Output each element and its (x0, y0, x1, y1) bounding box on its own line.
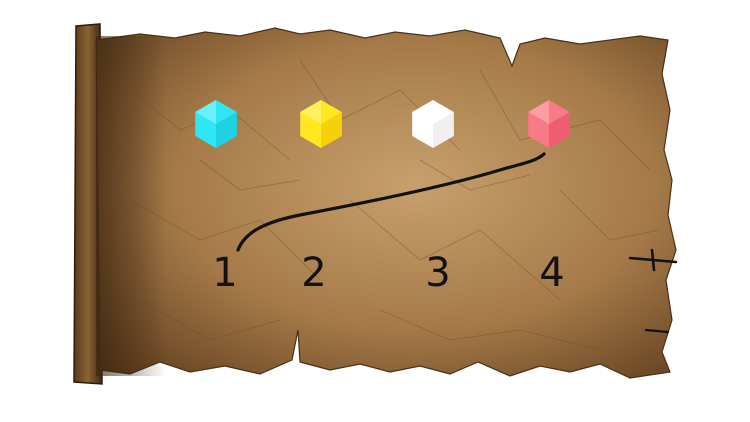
ink-dash-mark (644, 328, 670, 334)
gem-white-icon[interactable] (412, 100, 454, 148)
scroll-rod (73, 23, 103, 385)
slot-labels: 1 2 3 4 (212, 250, 564, 296)
slot-label-4: 4 (539, 250, 564, 296)
ink-connection-line (236, 152, 546, 252)
slot-label-1: 1 (212, 250, 237, 296)
gem-yellow-icon[interactable] (300, 100, 342, 148)
slot-label-2: 2 (301, 250, 326, 296)
parchment-sheet (95, 27, 677, 379)
gem-cyan-icon[interactable] (195, 100, 237, 148)
gem-pink-icon[interactable] (528, 100, 570, 148)
gem-row (195, 100, 570, 148)
slot-label-3: 3 (425, 250, 450, 296)
ink-tick-mark (628, 248, 678, 272)
